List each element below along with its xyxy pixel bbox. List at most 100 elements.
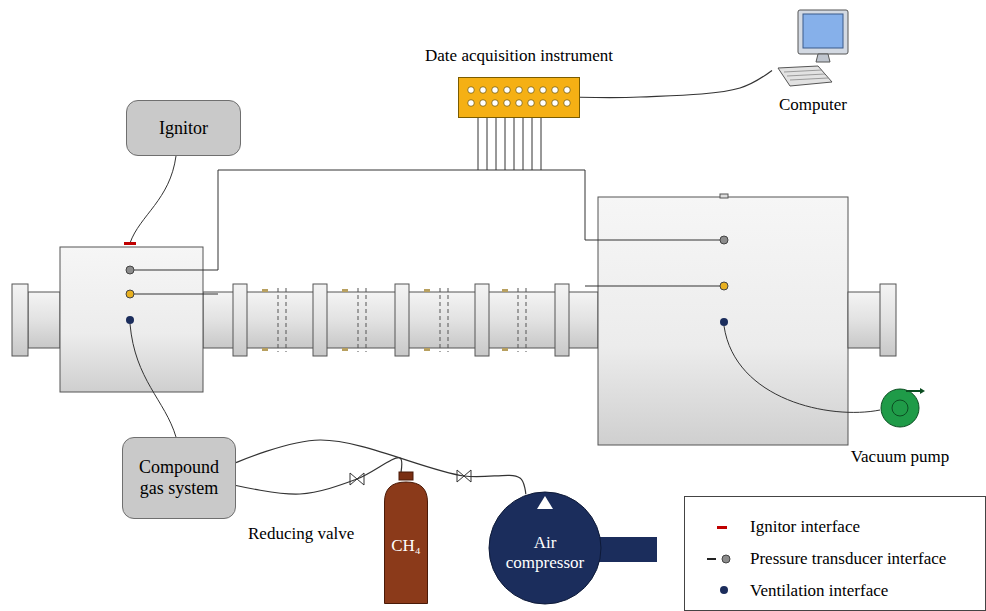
ignitor-wire [130, 156, 176, 243]
bolt-mark [502, 348, 508, 351]
flange [555, 284, 569, 356]
bolt-mark [502, 289, 508, 292]
signal-wire [532, 118, 533, 170]
pressure-port [720, 236, 728, 244]
legend-box [685, 497, 986, 611]
vacuum-line [724, 326, 880, 412]
bolt-mark [424, 348, 430, 351]
signal-wire [514, 118, 515, 170]
end-pipe [28, 292, 60, 348]
daq-instrument: Date acquisition instrument [458, 77, 580, 118]
legend-entry: Ignitor interface [726, 517, 860, 537]
vacuum-pump: Vacuum pump [880, 388, 920, 428]
membrane-line [366, 288, 367, 352]
membrane-line [518, 288, 519, 352]
membrane-line [358, 288, 359, 352]
membrane-line [526, 288, 527, 352]
pump-label: Vacuum pump [851, 447, 950, 467]
membrane-line [286, 288, 287, 352]
vessel-port [720, 194, 728, 198]
computer-label: Computer [779, 95, 847, 115]
socket [564, 100, 571, 107]
signal-wire [585, 286, 720, 287]
signal-wire [523, 118, 524, 170]
flange [395, 284, 409, 356]
signal-wire [541, 118, 542, 170]
socket [480, 100, 487, 107]
socket [516, 87, 523, 94]
air-compressor: Air compressor [488, 491, 602, 605]
signal-wire [218, 170, 720, 270]
gas-feed-line [130, 324, 176, 437]
membrane-line [440, 288, 441, 352]
compressor-outlet [595, 537, 657, 562]
gas-or-signal-line [236, 440, 526, 494]
membrane-line [278, 288, 279, 352]
legend-swatch [726, 584, 740, 598]
computer: Computer [772, 8, 854, 88]
pump-outlet-arrow [920, 388, 925, 394]
computer-icon [772, 8, 854, 88]
compressor-inlet [537, 496, 553, 509]
gas-formula: CH₄ [391, 536, 421, 556]
socket [492, 87, 499, 94]
box-label: Compound gas system [135, 457, 223, 498]
socket [552, 100, 559, 107]
flange [233, 284, 247, 356]
socket [564, 87, 571, 94]
daq-instrument-body [458, 77, 580, 118]
pump-outlet [906, 390, 920, 392]
methane-cylinder: CH₄ [384, 472, 428, 604]
legend-text: Ignitor interface [750, 517, 860, 537]
legend-sample [707, 558, 716, 560]
instrument-label: Date acquisition instrument [425, 46, 613, 66]
socket [540, 87, 547, 94]
legend-entry: Ventilation interface [726, 581, 888, 601]
ignition-vessel [60, 247, 203, 392]
bolt-mark [342, 348, 348, 351]
membrane-line [448, 288, 449, 352]
pump-rotor [892, 400, 908, 416]
legend-text: Pressure transducer interface [750, 549, 946, 569]
flange [880, 284, 896, 356]
bolt-mark [424, 289, 430, 292]
pressure-port [126, 290, 134, 298]
keyboard [778, 66, 832, 86]
socket [480, 87, 487, 94]
signal-wire [496, 118, 497, 170]
cylinder-valve [399, 472, 413, 480]
membrane-lines [278, 288, 526, 352]
socket [540, 100, 547, 107]
compressor-label: Air compressor [499, 533, 591, 572]
socket [468, 87, 475, 94]
socket [504, 87, 511, 94]
gas-or-signal-line [236, 458, 402, 494]
keyboard-keys [784, 70, 828, 80]
ventilation-port [126, 316, 134, 324]
socket [504, 100, 511, 107]
legend-sample [720, 586, 728, 594]
discharge-vessel [598, 197, 848, 445]
signal-wire [505, 118, 506, 170]
flange [12, 284, 28, 356]
flange [475, 284, 489, 356]
daq-sockets [468, 87, 571, 107]
bolt-marks [262, 289, 508, 351]
box-label: Ignitor [159, 118, 208, 139]
monitor-stand [816, 54, 830, 62]
signal-wire [134, 294, 218, 295]
socket [552, 87, 559, 94]
legend-swatch [726, 552, 740, 566]
pressure-port [720, 282, 728, 290]
bolt-mark [262, 348, 268, 351]
vacuum-pump-symbol [880, 388, 920, 428]
end-pipe [848, 292, 884, 348]
socket [528, 87, 535, 94]
ignitor-interface [124, 242, 136, 245]
legend-sample [722, 555, 730, 563]
socket [516, 100, 523, 107]
daq-case [459, 78, 580, 118]
legend-sample [717, 526, 727, 529]
signal-wire [487, 118, 488, 170]
